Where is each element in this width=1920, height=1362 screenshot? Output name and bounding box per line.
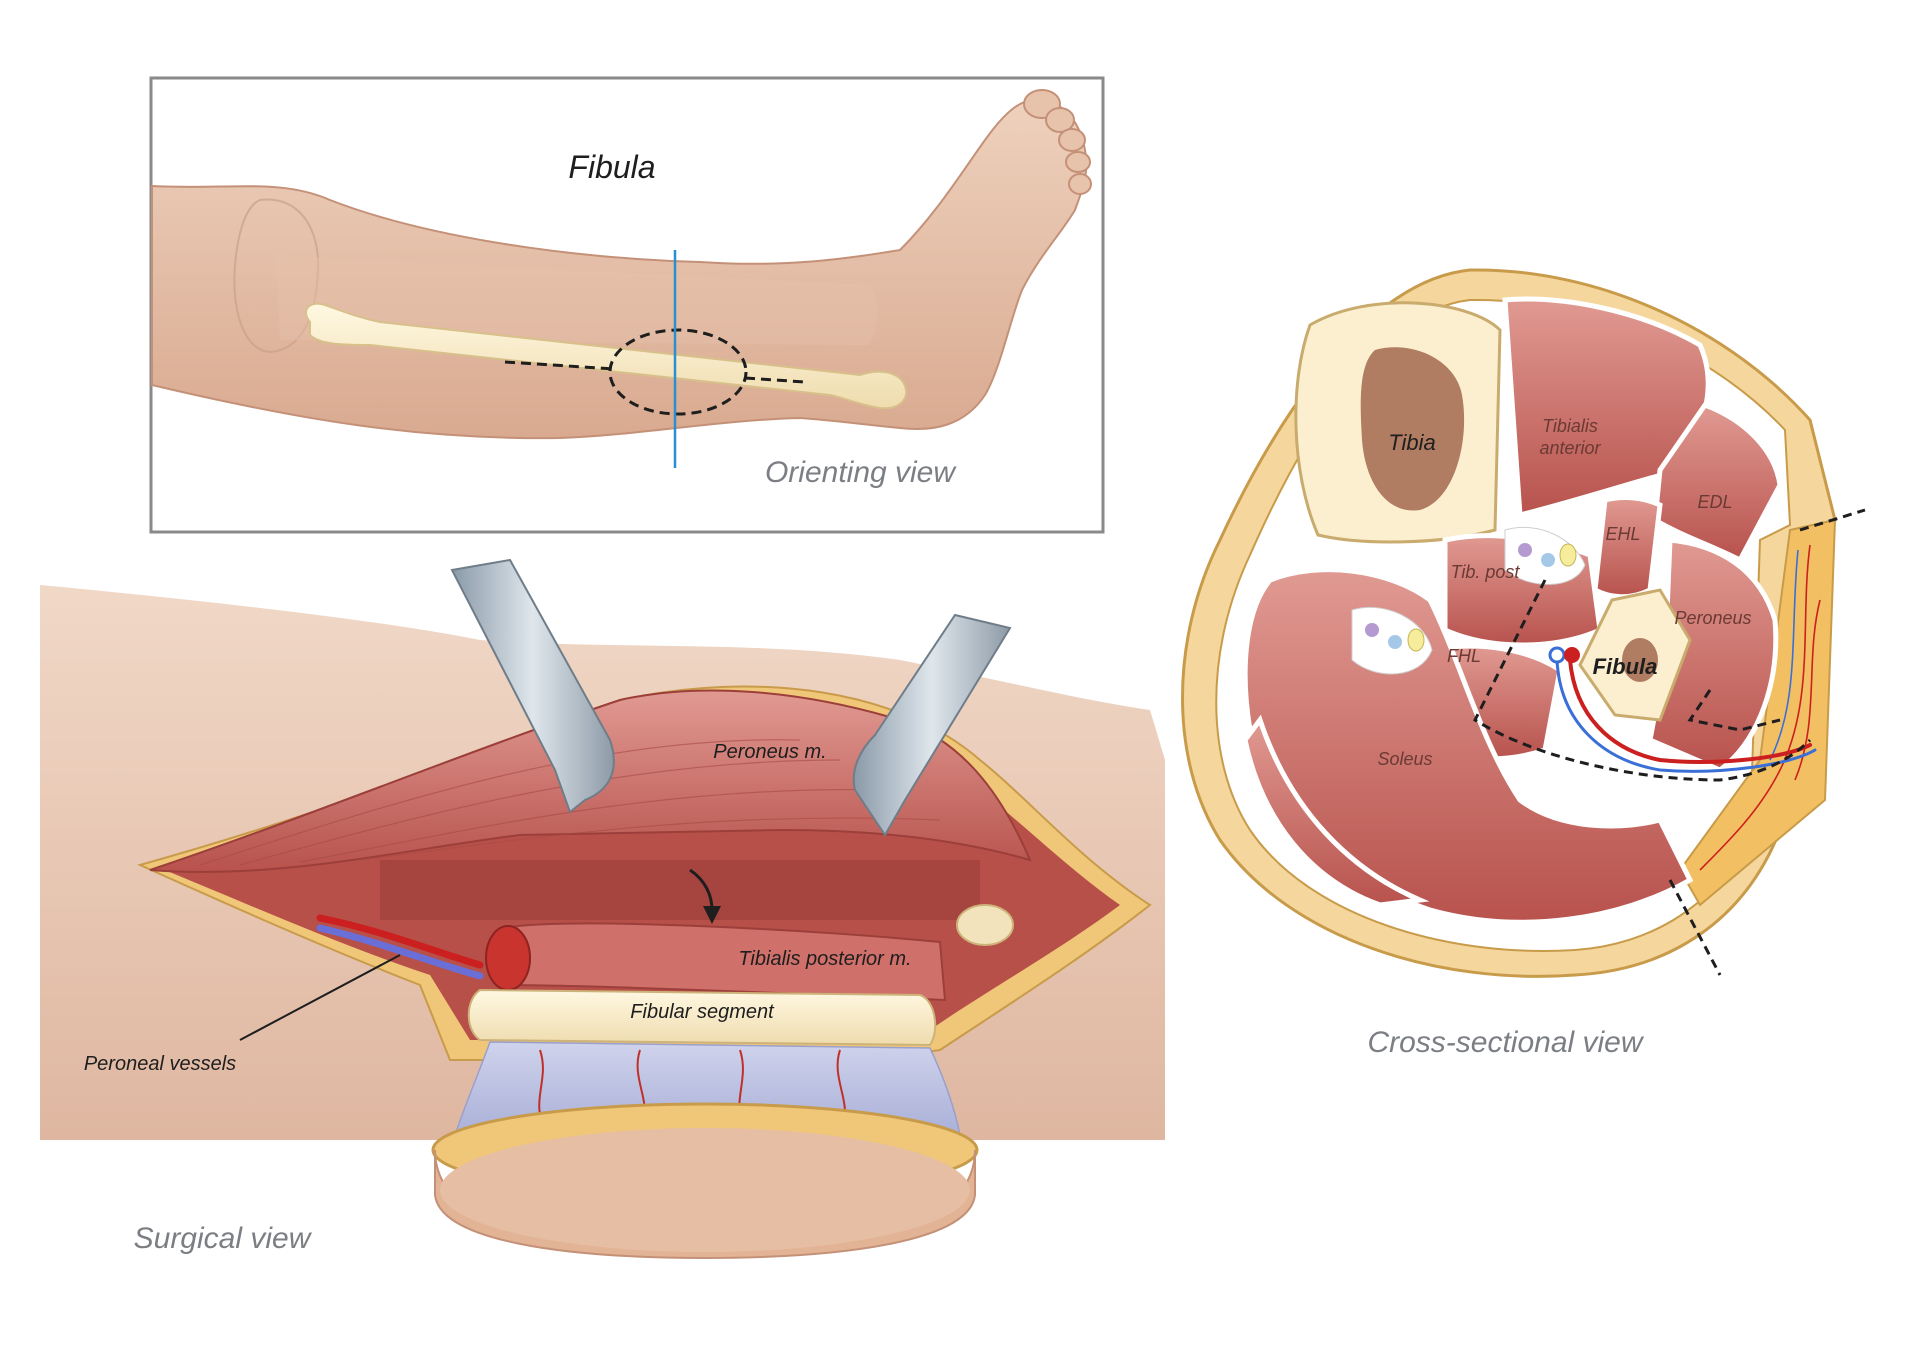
peroneus-fibers [199,739,941,866]
tibialis-anterior-label-1: Tibialis [1542,416,1598,436]
anterior-neurovascular-bundle [1504,526,1586,585]
fibula-marrow [1622,638,1658,682]
deep-layer [380,860,980,920]
peroneus-label: Peroneus [1674,608,1751,628]
flap-boundary-top [1799,508,1866,532]
toes [1023,89,1092,195]
flap-vessels [1699,544,1821,871]
ghost-tibia [275,255,878,345]
knee-outline [233,198,320,354]
tibialis-posterior-muscle [504,922,947,1002]
fibula-bone [305,302,908,410]
peroneal-vessels [316,914,484,980]
surgical-caption: Surgical view [134,1222,313,1255]
orienting-view-panel: Fibula Orienting view [149,76,1105,534]
edl-label: EDL [1697,492,1732,512]
edl-muscle [1652,401,1783,564]
cross-section-caption: Cross-sectional view [1367,1026,1644,1059]
posterior-neurovascular-bundle [1351,606,1433,675]
cross-section-cut-line-2 [1687,689,1781,732]
fhl-label: FHL [1447,646,1481,666]
fibula-cross-label: Fibula [1593,654,1658,679]
orienting-title: Fibula [568,149,655,185]
peroneal-vessels-label: Peroneal vessels [84,1053,236,1075]
harvest-segment-ellipse [608,328,748,416]
tibia-label: Tibia [1388,430,1436,455]
tibia-marrow [1360,347,1465,511]
rotation-arrow-head [703,906,721,924]
tib-post-label: Tib. post [1451,562,1521,582]
tibialis-posterior-m-label: Tibialis posterior m. [738,948,911,970]
orienting-caption: Orienting view [765,456,957,489]
peroneus-m-label: Peroneus m. [713,741,826,763]
peroneal-vessels-leader [239,954,401,1041]
peroneus-muscle-cross [1647,537,1779,773]
right-retractor [852,613,1012,837]
left-retractor [450,558,615,814]
ehl-label: EHL [1605,524,1640,544]
flap-boundary-bottom [1668,879,1722,976]
surgical-view-panel: Peroneus m. Tibialis posterior m. Fibula… [40,558,1165,1260]
fibular-segment-label: Fibular segment [630,1001,775,1023]
tibialis-posterior-cut-end [485,925,531,991]
osteotomy-guide-proximal [504,360,616,371]
fibula-proximal-end [956,904,1014,946]
tibialis-anterior-label-2: anterior [1539,438,1601,458]
ehl-muscle [1592,495,1663,600]
gastrocnemius-sliver [1242,714,1430,908]
fibular-segment-bone [467,988,937,1047]
osteotomy-guide-distal [744,376,806,384]
soleus-label: Soleus [1377,749,1432,769]
cross-section-panel: Tibia Tibialis anterior EDL EHL Tib. pos… [1181,268,1866,1059]
skin-paddle-face [440,1128,970,1252]
